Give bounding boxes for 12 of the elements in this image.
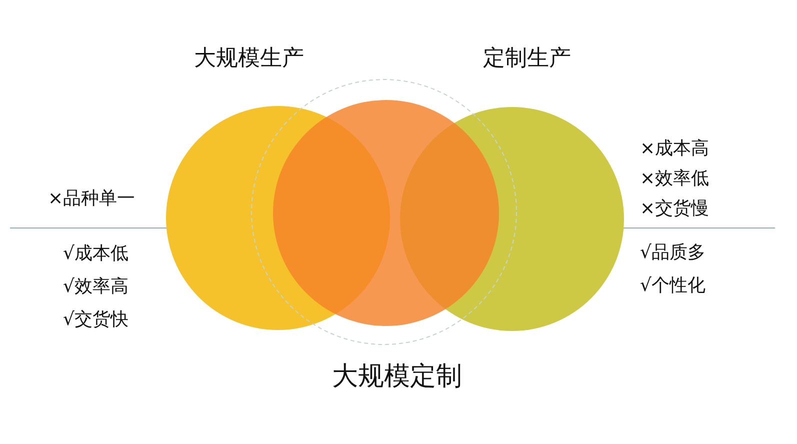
circle-title: 大规模定制 bbox=[332, 360, 462, 394]
feature-item: ×品种单一 bbox=[48, 187, 136, 210]
feature-item: ×效率低 bbox=[640, 167, 710, 190]
feature-item: √个性化 bbox=[640, 274, 706, 297]
feature-item: √交货快 bbox=[63, 308, 128, 331]
feature-item: √效率高 bbox=[63, 275, 128, 298]
feature-item: √品质多 bbox=[640, 241, 706, 264]
feature-item: ×成本高 bbox=[640, 137, 710, 160]
feature-item: √成本低 bbox=[63, 242, 128, 265]
circle-title: 大规模生产 bbox=[194, 45, 304, 73]
feature-item: ×交货慢 bbox=[640, 197, 710, 220]
circle-title: 定制生产 bbox=[483, 45, 571, 73]
